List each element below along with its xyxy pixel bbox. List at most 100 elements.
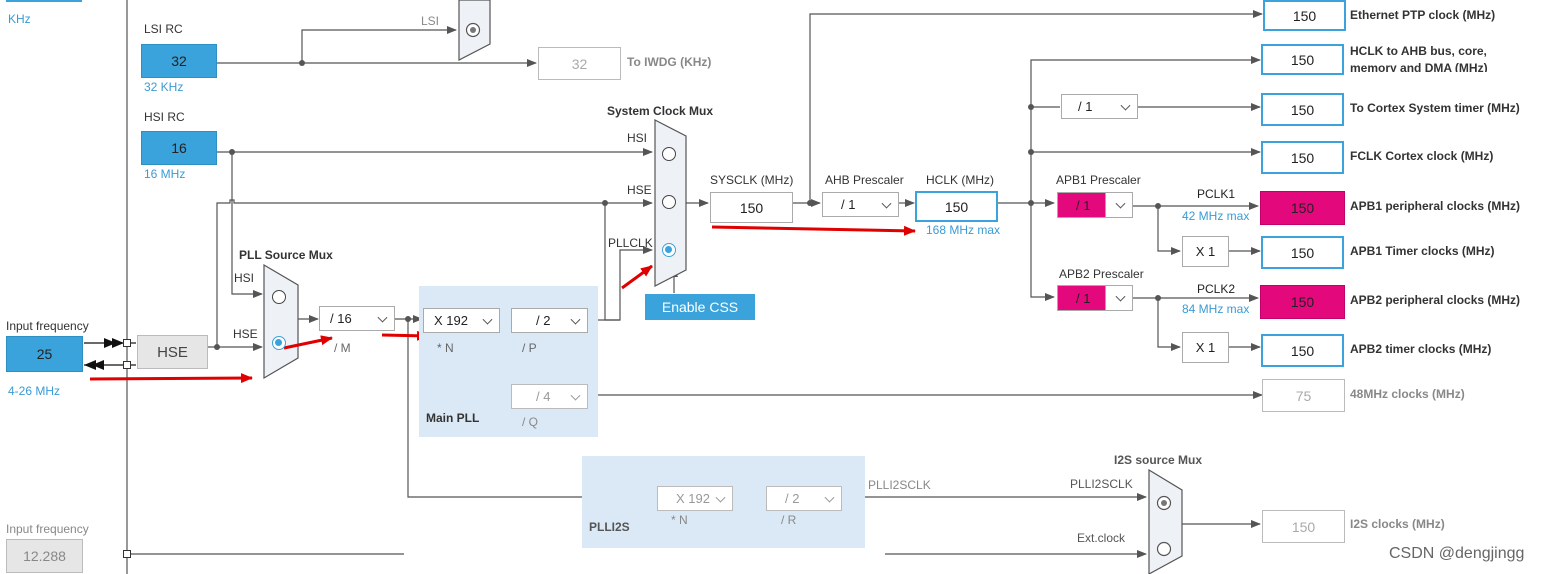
hclk-max: 168 MHz max [926, 223, 1001, 237]
khz-unit: KHz [8, 12, 31, 26]
pclk1-label: PCLK1 [1197, 187, 1236, 201]
systimer-value[interactable]: 150 [1261, 93, 1344, 126]
hsi-title: HSI RC [144, 110, 185, 124]
i2smux-in2-label: Ext.clock [1077, 531, 1126, 545]
apb1-prescaler-label: APB1 Prescaler [1056, 173, 1141, 187]
apb2-periph-value[interactable]: 150 [1260, 285, 1345, 319]
input-frequency-range: 4-26 MHz [8, 384, 61, 398]
hclk-ahb-label-line2-clip: memory and DMA (MHz) [1350, 60, 1550, 72]
fclk-label: FCLK Cortex clock (MHz) [1350, 149, 1494, 163]
lsi-unit: 32 KHz [144, 80, 184, 94]
hse-block[interactable]: HSE [137, 335, 208, 369]
apb1-prescaler-select[interactable]: / 1 [1057, 192, 1133, 218]
pll-p-select[interactable]: / 2 [511, 308, 588, 333]
i2s-label: I2S clocks (MHz) [1350, 517, 1445, 531]
system-clock-mux-title: System Clock Mux [607, 104, 714, 118]
chevron-down-icon [377, 312, 388, 323]
apb1-periph-value[interactable]: 150 [1260, 191, 1345, 225]
hclk-label: HCLK (MHz) [926, 173, 994, 187]
ahb-prescaler-label: AHB Prescaler [825, 173, 904, 187]
apb2-periph-label: APB2 peripheral clocks (MHz) [1350, 293, 1521, 307]
chevron-down-icon [1120, 100, 1131, 111]
pin-hse-in [123, 339, 131, 347]
pll-p-label: / P [522, 341, 537, 355]
apb1-periph-label: APB1 peripheral clocks (MHz) [1350, 199, 1521, 213]
sysmux-hse-radio[interactable] [662, 195, 676, 209]
fclk-value[interactable]: 150 [1261, 141, 1344, 174]
sysmux-hsi-label: HSI [627, 131, 648, 145]
watermark: CSDN @dengjingg [1389, 545, 1525, 562]
apb2-timer-label: APB2 timer clocks (MHz) [1350, 342, 1492, 356]
pll-src-hsi-radio[interactable] [272, 290, 286, 304]
pll-src-hsi-label: HSI [234, 271, 255, 285]
apb1-timer-mul: X 1 [1182, 236, 1229, 267]
apb1-prescaler-value: / 1 [1076, 197, 1091, 213]
pclk2-label: PCLK2 [1197, 282, 1236, 296]
hclk-ahb-value[interactable]: 150 [1261, 44, 1344, 75]
plli2s-r-value: / 2 [785, 491, 800, 506]
eth-ptp-value[interactable]: 150 [1263, 0, 1346, 31]
systimer-label: To Cortex System timer (MHz) [1350, 101, 1520, 115]
apb2-prescaler-select[interactable]: / 1 [1057, 285, 1133, 311]
iwdg-value: 32 [538, 47, 621, 80]
pll-q-label: / Q [522, 415, 539, 429]
apb2-timer-value[interactable]: 150 [1261, 334, 1344, 367]
pclk1-max: 42 MHz max [1182, 209, 1250, 223]
input-frequency-label: Input frequency [6, 319, 89, 333]
pll-src-hse-radio[interactable] [272, 336, 286, 350]
main-pll-title: Main PLL [426, 411, 480, 425]
apb1-timer-value[interactable]: 150 [1261, 236, 1344, 269]
hsi-value[interactable]: 16 [141, 131, 217, 165]
chevron-down-icon [715, 492, 726, 503]
pll-m-value: / 16 [330, 311, 352, 326]
chevron-down-icon [482, 314, 493, 325]
chevron-down-icon [570, 390, 581, 401]
hclk-ahb-label-line1: HCLK to AHB bus, core, [1350, 44, 1487, 58]
input-frequency-value[interactable]: 25 [6, 336, 83, 372]
lsi-title: LSI RC [144, 22, 183, 36]
hclk-ahb-label-line2: memory and DMA (MHz) [1350, 61, 1488, 72]
input-frequency2-label: Input frequency [6, 522, 89, 536]
plli2s-r-label: / R [781, 513, 797, 527]
enable-css-button[interactable]: Enable CSS [645, 294, 755, 320]
chevron-down-icon [881, 198, 892, 209]
pll-n-value: X 192 [434, 313, 468, 328]
apb2-prescaler-value: / 1 [1076, 290, 1091, 306]
plli2s-title: PLLI2S [589, 520, 630, 534]
input-frequency2-value[interactable]: 12.288 [6, 539, 83, 573]
sysmux-pllclk-radio[interactable] [662, 243, 676, 257]
mhz48-label: 48MHz clocks (MHz) [1350, 387, 1465, 401]
ahb-prescaler-select[interactable]: / 1 [822, 192, 899, 217]
pclk2-max: 84 MHz max [1182, 302, 1250, 316]
lsi-value[interactable]: 32 [141, 44, 217, 78]
eth-ptp-label: Ethernet PTP clock (MHz) [1350, 8, 1496, 22]
pll-n-label: * N [437, 341, 454, 355]
sysmux-hse-label: HSE [627, 183, 652, 197]
pll-m-select[interactable]: / 16 [319, 306, 395, 331]
pll-q-value: / 4 [536, 389, 551, 404]
apb2-timer-mul: X 1 [1182, 332, 1229, 363]
apb2-select-right [1105, 286, 1132, 310]
ahb-prescaler-value: / 1 [841, 197, 856, 212]
plli2s-n-select[interactable]: X 192 [657, 486, 733, 511]
plli2s-r-select[interactable]: / 2 [766, 486, 842, 511]
systimer-div-select[interactable]: / 1 [1061, 94, 1138, 119]
top-left-field-stub [6, 0, 82, 2]
pll-q-select[interactable]: / 4 [511, 384, 588, 409]
left-strip [0, 0, 127, 574]
plli2sclk-label: PLLI2SCLK [868, 478, 931, 492]
pin-ext-clock [123, 550, 131, 558]
mhz48-value: 75 [1262, 379, 1345, 412]
i2smux-in1-label: PLLI2SCLK [1070, 477, 1133, 491]
sysmux-pllclk-label: PLLCLK [608, 236, 653, 250]
chevron-down-icon [824, 492, 835, 503]
hsi-unit: 16 MHz [144, 167, 186, 181]
i2s-source-mux-title: I2S source Mux [1114, 453, 1203, 467]
pll-m-label: / M [334, 341, 351, 355]
plli2s-n-label: * N [671, 513, 688, 527]
sysmux-hsi-radio[interactable] [662, 147, 676, 161]
pll-n-select[interactable]: X 192 [423, 308, 500, 333]
hclk-value[interactable]: 150 [915, 191, 998, 222]
pll-p-value: / 2 [536, 313, 551, 328]
systimer-div-value: / 1 [1078, 99, 1093, 114]
